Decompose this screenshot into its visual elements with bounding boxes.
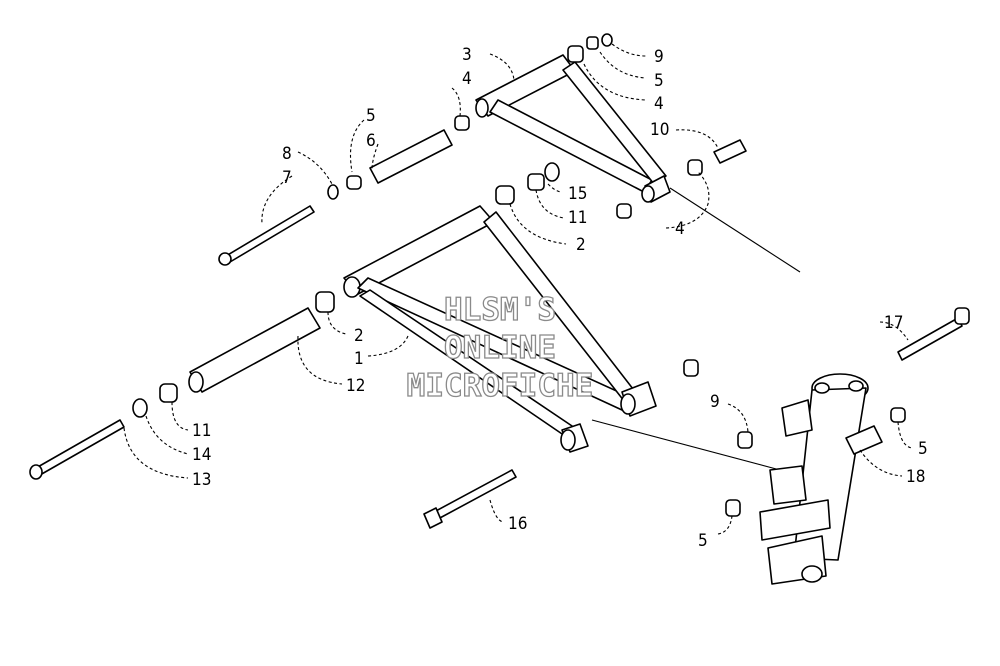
- bolt-16: [423, 469, 517, 529]
- callout-5: 5: [918, 439, 928, 459]
- bushing-2-lower: [315, 291, 335, 313]
- leader-lines: [123, 43, 913, 535]
- bolt-7-head: [218, 252, 232, 266]
- callout-7: 7: [282, 168, 292, 188]
- callout-11: 11: [568, 208, 587, 228]
- callout-4: 4: [675, 219, 685, 239]
- callout-2: 2: [354, 326, 364, 346]
- bolt-13: [35, 419, 125, 476]
- callout-10: 10: [650, 120, 669, 140]
- bolt-17: [897, 317, 963, 361]
- bolt-17-head: [954, 307, 970, 325]
- callout-17: 17: [884, 313, 903, 333]
- callout-3: 3: [462, 45, 472, 65]
- callout-4: 4: [654, 94, 664, 114]
- callout-6: 6: [366, 131, 376, 151]
- callout-12: 12: [346, 376, 365, 396]
- nut-9-upper: [683, 359, 699, 377]
- callout-9: 9: [654, 47, 664, 67]
- bolt-13-head: [29, 464, 43, 480]
- callout-11: 11: [192, 421, 211, 441]
- watermark-line-2: ONLINE: [444, 330, 556, 366]
- callout-14: 14: [192, 445, 211, 465]
- bolt-7: [225, 205, 315, 263]
- bushing-4-right: [687, 159, 703, 176]
- washer-15: [544, 162, 560, 182]
- washer-8: [327, 184, 339, 200]
- upper-a-arm: [475, 54, 671, 203]
- bushing-2-upper: [495, 185, 515, 205]
- nut-5: [586, 36, 599, 50]
- nut-11-lower: [159, 383, 178, 403]
- bushing-4: [567, 45, 584, 63]
- callout-5: 5: [698, 531, 708, 551]
- nut-5-bottom: [725, 499, 741, 517]
- sleeve-12: [189, 307, 321, 393]
- nut-9-lower: [737, 431, 753, 449]
- lower-arm-hardware: [29, 162, 699, 480]
- upper-right-hardware: [567, 33, 747, 219]
- callout-5: 5: [654, 71, 664, 91]
- callout-15: 15: [568, 184, 587, 204]
- callout-1: 1: [354, 349, 364, 369]
- spindle-hardware: [725, 307, 970, 517]
- callout-2: 2: [576, 235, 586, 255]
- watermark: HLSM'S ONLINE MICROFICHE: [406, 291, 594, 404]
- watermark-line-1: HLSM'S: [444, 292, 556, 328]
- axis-lines: [591, 187, 801, 471]
- washer-14: [132, 398, 148, 418]
- callout-4: 4: [462, 69, 472, 89]
- nut-5-spindle: [890, 407, 906, 423]
- callout-9: 9: [710, 392, 720, 412]
- sleeve-6: [369, 129, 453, 184]
- lower-a-arm: [343, 205, 657, 453]
- callout-8: 8: [282, 144, 292, 164]
- pin-10: [713, 139, 747, 164]
- callout-16: 16: [508, 514, 527, 534]
- spindle-knuckle: [759, 373, 869, 585]
- watermark-line-3: MICROFICHE: [407, 368, 594, 404]
- callout-18: 18: [906, 467, 925, 487]
- callout-labels: 3 4 9 5 4 10 5 6 8 7 15 11 2 4 2 1 12 11…: [192, 45, 928, 551]
- callout-13: 13: [192, 470, 211, 490]
- nut-5-left: [346, 175, 362, 190]
- sleeve-12-end: [188, 371, 204, 393]
- bushing-4-left: [454, 115, 470, 131]
- nut-11: [527, 173, 545, 191]
- spacer-18: [845, 425, 883, 455]
- callout-5: 5: [366, 106, 376, 126]
- washer-9: [601, 33, 613, 47]
- upper-left-hardware: [218, 115, 470, 266]
- bushing-4-lower: [616, 203, 632, 219]
